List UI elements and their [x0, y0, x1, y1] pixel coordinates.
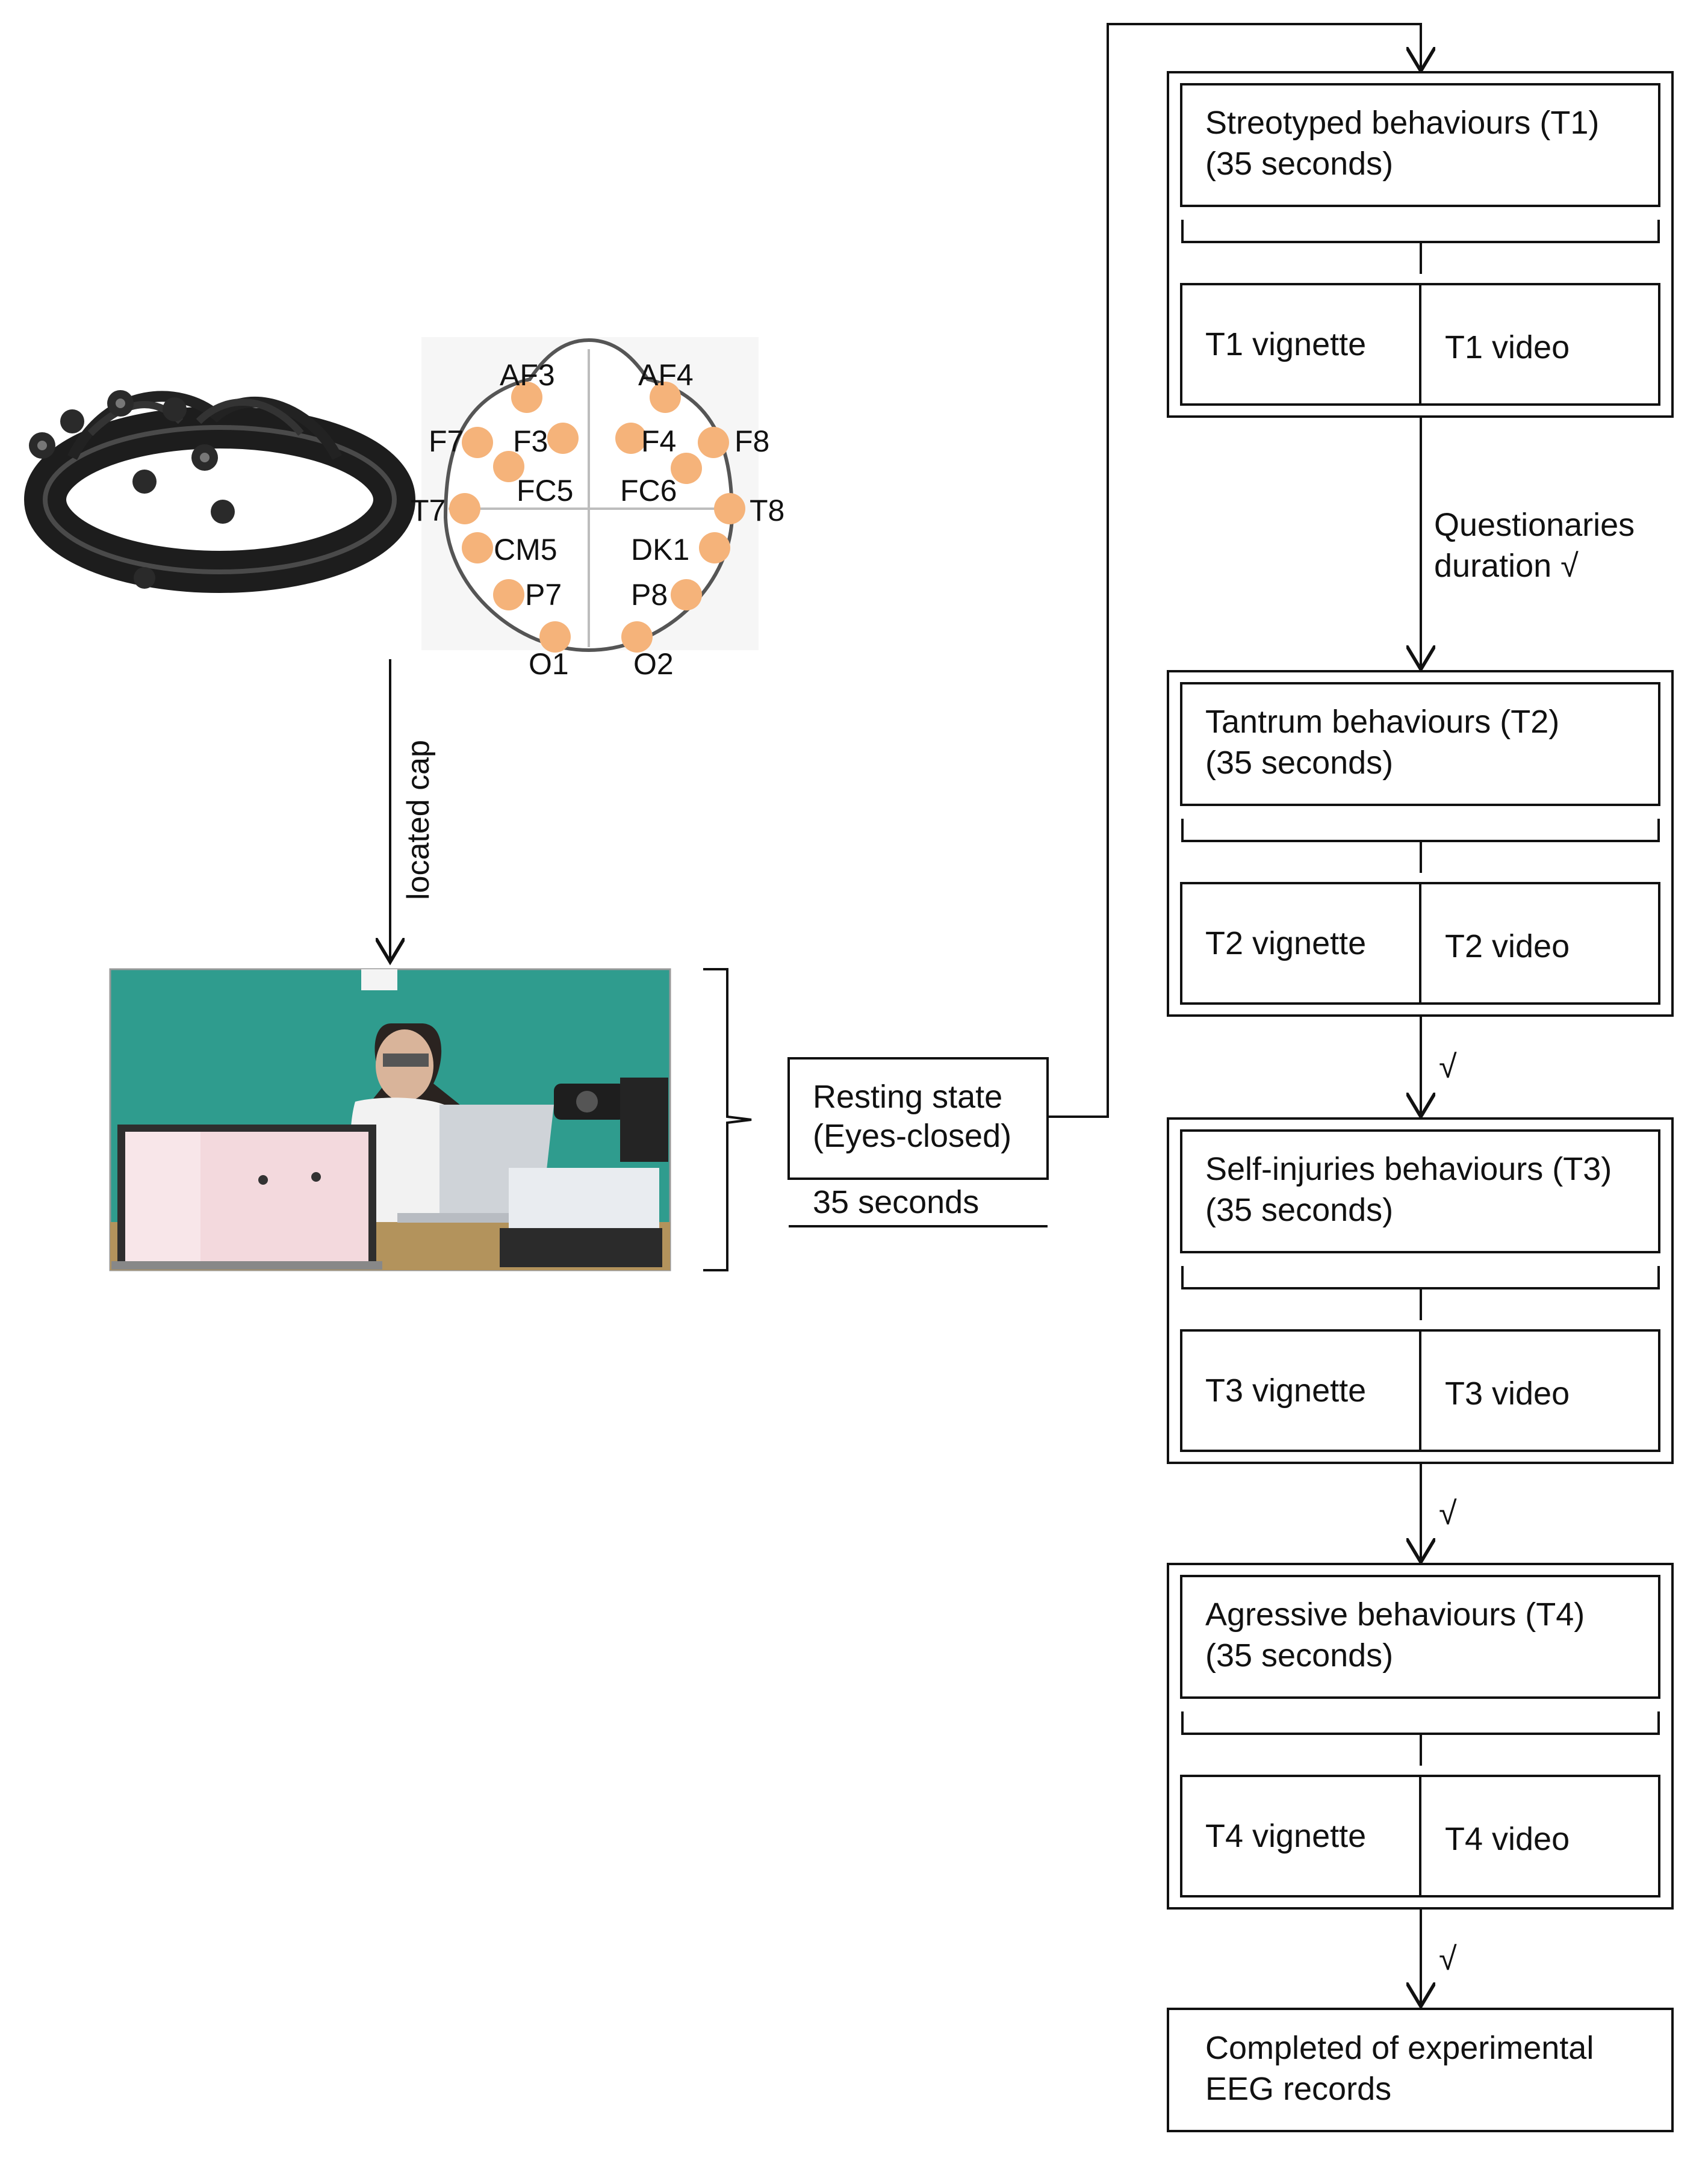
t2-title-box — [1180, 682, 1660, 806]
electrode-label-f4: F4 — [641, 424, 676, 458]
t4-title: Agressive behaviours (T4) — [1205, 1596, 1585, 1633]
electrode-dot-t8 — [714, 493, 745, 524]
electrode-label-t7: T7 — [411, 494, 446, 527]
electrode-label-f8: F8 — [734, 424, 769, 458]
electrode-label-cm5: CM5 — [494, 533, 557, 566]
electrode-dot-f4 — [615, 423, 647, 454]
t3-duration: (35 seconds) — [1205, 1192, 1393, 1228]
electrode-dot-fc6 — [671, 453, 702, 484]
t1-vignette: T1 vignette — [1205, 326, 1366, 362]
t4-duration: (35 seconds) — [1205, 1637, 1393, 1674]
electrode-label-p8: P8 — [631, 578, 668, 612]
t1-duration: (35 seconds) — [1205, 146, 1393, 182]
electrode-dot-cm5 — [462, 532, 493, 563]
resting-state-label: Resting state — [813, 1079, 1002, 1115]
electrode-label-p7: P7 — [525, 578, 562, 612]
electrode-dot-p7 — [493, 579, 524, 610]
t4-to-final-check: √ — [1439, 1941, 1457, 1977]
questionaries-label: Questionaries — [1434, 507, 1635, 543]
trial-t4-block: Agressive behaviours (T4) (35 seconds) T… — [1167, 1563, 1674, 1910]
electrode-dot-f8 — [698, 427, 729, 458]
t2-title: Tantrum behaviours (T2) — [1205, 704, 1559, 740]
t4-video: T4 video — [1445, 1821, 1570, 1857]
electrode-dot-t7 — [449, 493, 480, 524]
final-box — [1167, 2008, 1674, 2132]
t1-brace — [1181, 220, 1660, 274]
electrode-label-f3: F3 — [513, 424, 548, 458]
t4-title-box — [1180, 1575, 1660, 1699]
electrode-dot-o2 — [621, 621, 653, 653]
t3-vignette: T3 vignette — [1205, 1373, 1366, 1409]
t1-title: Streotyped behaviours (T1) — [1205, 105, 1599, 141]
electrode-dot-fc5 — [493, 451, 524, 482]
electrode-label-af3: AF3 — [500, 358, 555, 392]
t4-brace — [1181, 1711, 1660, 1766]
electrode-dot-f7 — [462, 427, 493, 458]
t3-title: Self-injuries behaviours (T3) — [1205, 1151, 1612, 1187]
electrode-label-fc5: FC5 — [517, 474, 573, 507]
resting-state-box — [787, 1057, 1049, 1180]
t3-title-box — [1180, 1129, 1660, 1253]
t1-title-box — [1180, 83, 1660, 207]
t3-video: T3 video — [1445, 1376, 1570, 1412]
resting-state-eyes-closed: (Eyes-closed) — [813, 1118, 1011, 1154]
photo-bracket — [703, 968, 752, 1271]
eeg-headset-image — [24, 390, 415, 593]
t2-vignette: T2 vignette — [1205, 925, 1366, 961]
electrode-layout-map: AF3 AF4 F7 F3 F4 F8 FC5 FC6 T7 T8 CM5 DK… — [411, 337, 784, 681]
electrode-label-o1: O1 — [529, 647, 569, 681]
resting-to-t1-connector — [1048, 23, 1421, 1118]
electrode-dot-dk1 — [699, 532, 730, 563]
t2-duration: (35 seconds) — [1205, 745, 1393, 781]
electrode-dot-f3 — [547, 423, 579, 454]
t3-brace — [1181, 1266, 1660, 1320]
electrode-label-fc6: FC6 — [620, 474, 677, 507]
resting-state-duration: 35 seconds — [813, 1184, 979, 1220]
t1-video: T1 video — [1445, 329, 1570, 365]
electrode-dot-p8 — [671, 579, 702, 610]
trial-t1-block: Streotyped behaviours (T1) (35 seconds) … — [1167, 71, 1674, 418]
electrode-label-t8: T8 — [750, 494, 784, 527]
trial-t2-block: Tantrum behaviours (T2) (35 seconds) T2 … — [1167, 670, 1674, 1017]
t4-vignette: T4 vignette — [1205, 1818, 1366, 1854]
electrode-label-f7: F7 — [429, 424, 464, 458]
t2-brace — [1181, 819, 1660, 873]
electrode-dot-af4 — [650, 382, 681, 413]
experiment-scene-photo — [109, 968, 671, 1271]
electrode-label-o2: O2 — [633, 647, 674, 681]
located-cap-label: located cap — [401, 740, 436, 900]
electrode-label-af4: AF4 — [638, 358, 694, 392]
final-label-line2: EEG records — [1205, 2071, 1391, 2107]
electrode-label-dk1: DK1 — [631, 533, 689, 566]
t2-video: T2 video — [1445, 928, 1570, 964]
trial-t3-block: Self-injuries behaviours (T3) (35 second… — [1167, 1117, 1674, 1464]
questionaries-duration-label: duration √ — [1434, 548, 1579, 584]
t2-to-t3-check: √ — [1439, 1049, 1457, 1085]
electrode-dot-o1 — [539, 621, 571, 653]
final-label-line1: Completed of experimental — [1205, 2030, 1594, 2066]
electrode-dot-af3 — [511, 382, 542, 413]
t3-to-t4-check: √ — [1439, 1495, 1457, 1531]
